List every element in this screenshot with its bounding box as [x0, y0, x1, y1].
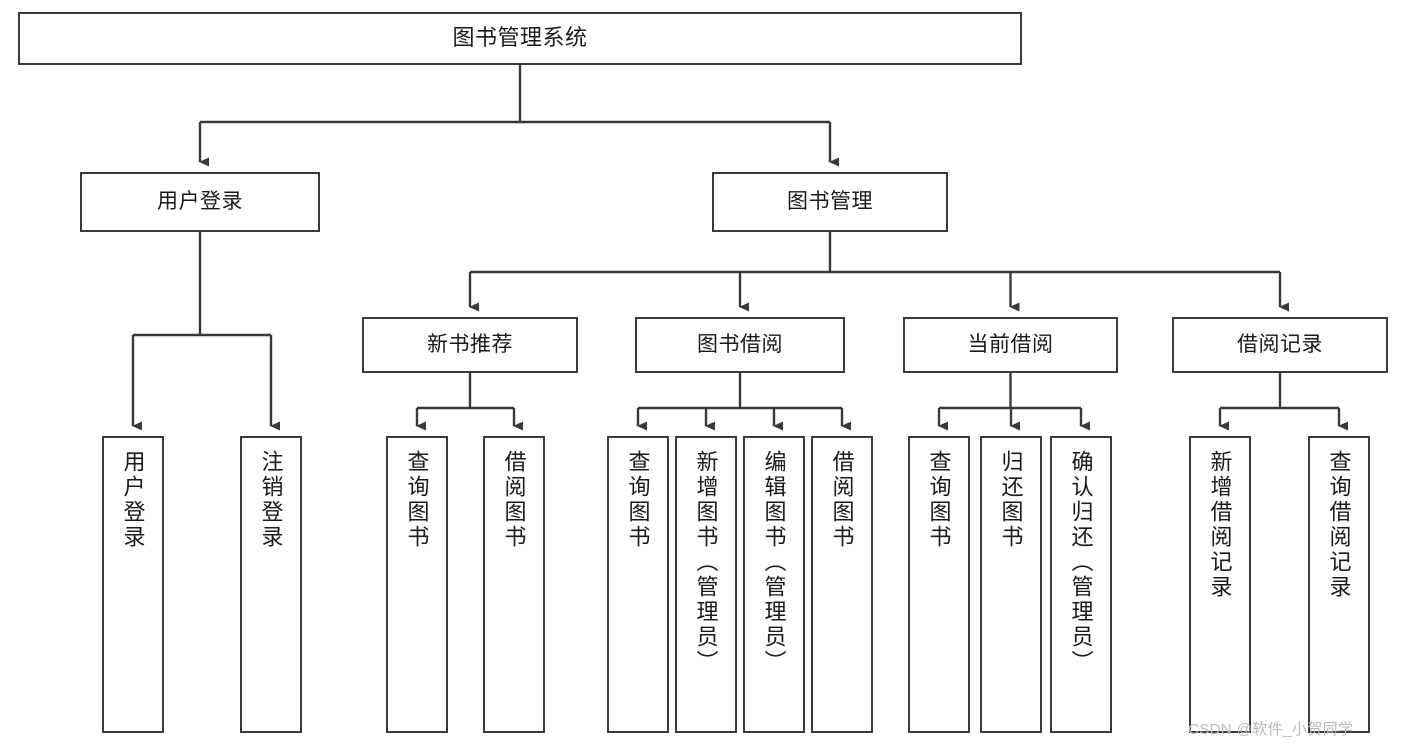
node-label-bookmgmt: 图书管理 [787, 190, 873, 214]
csdn-watermark: CSDN @软件_小贺同学 [1188, 721, 1354, 738]
node-leaf-query-rec[interactable]: 查询借阅记录 [1308, 436, 1370, 733]
node-label-leaf-add-book: 新增图书（管理员） [693, 450, 719, 675]
node-label-leaf-query-b: 查询图书 [625, 450, 651, 550]
node-borrow[interactable]: 图书借阅 [635, 317, 845, 373]
node-leaf-login[interactable]: 用户登录 [102, 436, 164, 733]
node-bookmgmt[interactable]: 图书管理 [712, 172, 948, 232]
node-label-leaf-login: 用户登录 [120, 450, 146, 550]
node-leaf-confirm[interactable]: 确认归还（管理员） [1050, 436, 1112, 733]
node-label-leaf-query-rec: 查询借阅记录 [1326, 450, 1352, 600]
node-label-leaf-confirm: 确认归还（管理员） [1068, 450, 1094, 675]
node-newbook[interactable]: 新书推荐 [362, 317, 578, 373]
node-label-login: 用户登录 [157, 190, 243, 214]
node-label-leaf-query-nb: 查询图书 [404, 450, 430, 550]
node-leaf-return[interactable]: 归还图书 [980, 436, 1042, 733]
node-leaf-query-c[interactable]: 查询图书 [908, 436, 970, 733]
node-leaf-add-book[interactable]: 新增图书（管理员） [675, 436, 737, 733]
node-label-leaf-logout: 注销登录 [258, 450, 284, 550]
node-label-root: 图书管理系统 [452, 25, 588, 51]
node-leaf-logout[interactable]: 注销登录 [240, 436, 302, 733]
node-label-current: 当前借阅 [967, 333, 1054, 357]
node-label-leaf-borrow-book: 借阅图书 [829, 450, 855, 550]
node-leaf-edit-book[interactable]: 编辑图书（管理员） [743, 436, 805, 733]
node-label-leaf-borrow-nb: 借阅图书 [501, 450, 527, 550]
node-leaf-add-rec[interactable]: 新增借阅记录 [1189, 436, 1251, 733]
node-label-borrow: 图书借阅 [697, 333, 783, 357]
node-label-records: 借阅记录 [1237, 333, 1323, 357]
node-label-leaf-add-rec: 新增借阅记录 [1207, 450, 1233, 600]
node-label-leaf-edit-book: 编辑图书（管理员） [761, 450, 787, 675]
node-leaf-borrow-nb[interactable]: 借阅图书 [483, 436, 545, 733]
node-root[interactable]: 图书管理系统 [18, 12, 1022, 65]
node-login[interactable]: 用户登录 [80, 172, 320, 232]
node-leaf-query-nb[interactable]: 查询图书 [386, 436, 448, 733]
node-label-newbook: 新书推荐 [427, 333, 513, 357]
node-leaf-query-b[interactable]: 查询图书 [607, 436, 669, 733]
node-leaf-borrow-book[interactable]: 借阅图书 [811, 436, 873, 733]
node-label-leaf-return: 归还图书 [998, 450, 1024, 550]
node-records[interactable]: 借阅记录 [1172, 317, 1388, 373]
node-label-leaf-query-c: 查询图书 [926, 450, 952, 550]
node-current[interactable]: 当前借阅 [903, 317, 1118, 373]
